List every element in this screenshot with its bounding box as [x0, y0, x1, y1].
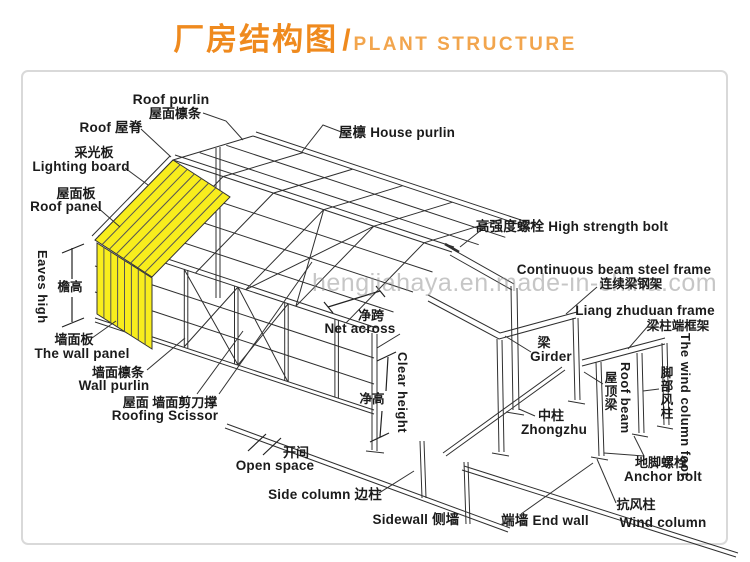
- watermark-text: hengjiahaya.en.made-in-china.com: [312, 269, 717, 297]
- label-wind-column-foot-en: The wind column foot: [678, 333, 693, 478]
- label-wind-column-foot-zh: 脚部风柱: [658, 366, 673, 420]
- label-continuous-beam-en: Continuous beam steel frame: [516, 262, 712, 277]
- label-lighting-board-zh: 采光板: [74, 145, 114, 160]
- page-title-en: PLANT STRUCTURE: [353, 34, 577, 55]
- label-roofing-scissor-en: Roofing Scissor: [111, 408, 219, 423]
- label-clear-height-zh: 净高: [359, 392, 385, 406]
- label-lighting-board-en: Lighting board: [32, 159, 130, 174]
- label-side-column: Side column 边柱: [268, 487, 382, 502]
- label-wind-column-zh: 抗风柱: [616, 497, 656, 512]
- label-roof-panel-en: Roof panel: [30, 199, 102, 214]
- wall-panel-yellow: [96, 242, 153, 350]
- label-roof-beam-en: Roof beam: [618, 362, 633, 434]
- page-title: 厂房结构图 / PLANT STRUCTURE: [0, 14, 750, 59]
- label-roof-purlin-zh: 屋面檩条: [148, 106, 202, 121]
- portal-frames: [365, 242, 674, 525]
- label-roof-beam-zh: 屋顶梁: [602, 371, 617, 412]
- label-zhongzhu-zh: 中柱: [537, 408, 565, 423]
- label-roofing-scissor-zh: 屋面 墙面剪刀撑: [122, 395, 218, 410]
- label-liang-zhuduan-zh: 梁柱端框架: [646, 319, 710, 333]
- label-sidewall: Sidewall 侧墙: [372, 512, 460, 527]
- ground-rails: [224, 423, 739, 558]
- label-clear-height-en: Clear height: [395, 352, 410, 434]
- label-roof-purlin-en: Roof purlin: [132, 91, 210, 107]
- label-open-space-zh: 开间: [282, 445, 310, 460]
- label-net-across-en: Net across: [324, 321, 396, 336]
- label-wall-panel-zh: 墙面板: [54, 332, 94, 347]
- dimension-marks: [61, 243, 397, 456]
- label-eaves-high-en: Eaves high: [35, 250, 50, 324]
- label-roof-ridge: Roof 屋脊: [79, 120, 143, 135]
- lighting-board-panel: [94, 159, 231, 278]
- label-girder-zh: 梁: [537, 335, 551, 350]
- label-wall-purlin-zh: 墙面檩条: [91, 365, 145, 380]
- label-continuous-beam-zh: 连续梁钢架: [599, 277, 663, 291]
- roof-frame-lines: [91, 131, 534, 333]
- label-end-wall: 端墙 End wall: [501, 513, 589, 528]
- label-wall-purlin-en: Wall purlin: [78, 378, 150, 393]
- label-roof-panel-zh: 屋面板: [56, 186, 96, 201]
- label-zhongzhu-en: Zhongzhu: [520, 422, 588, 437]
- label-wind-column-en: Wind column: [619, 515, 707, 530]
- page-title-separator: /: [342, 24, 351, 57]
- label-eaves-high-zh: 檐高: [57, 280, 83, 294]
- label-open-space-en: Open space: [235, 458, 315, 473]
- label-anchor-bolt-zh: 地脚螺栓: [634, 455, 688, 470]
- label-girder-en: Girder: [530, 349, 572, 364]
- leader-lines: [91, 112, 660, 515]
- page-title-zh: 厂房结构图: [173, 22, 339, 57]
- label-wall-panel-en: The wall panel: [34, 346, 130, 361]
- label-net-across-zh: 净跨: [357, 308, 385, 323]
- label-liang-zhuduan-en: Liang zhuduan frame: [575, 303, 715, 318]
- label-high-strength-bolt: 高强度螺栓 High strength bolt: [475, 219, 669, 234]
- label-house-purlin: 屋檩 House purlin: [338, 125, 456, 140]
- label-anchor-bolt-en: Anchor bolt: [624, 469, 702, 484]
